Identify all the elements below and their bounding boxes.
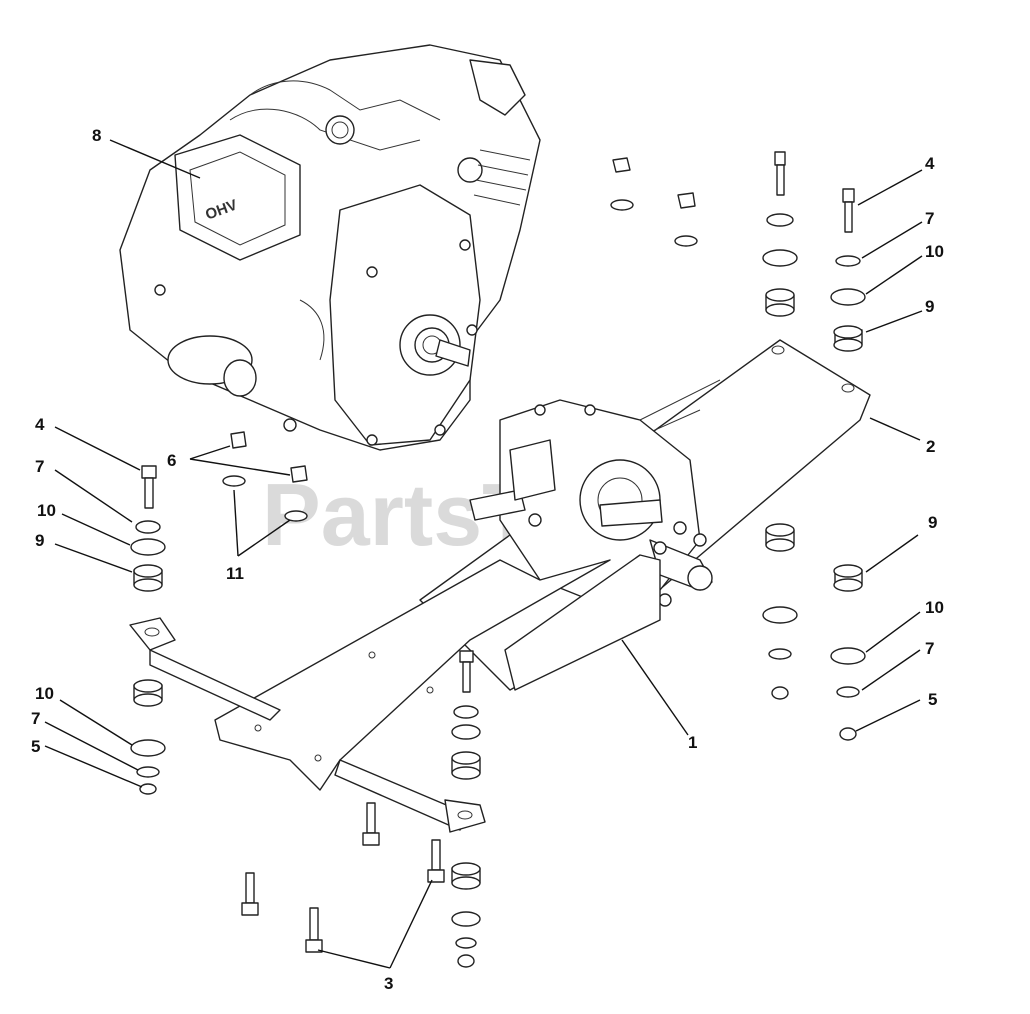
leader-lines xyxy=(44,139,923,969)
callout-8: 8 xyxy=(92,126,101,145)
callout-labels: 8 4 7 10 9 2 4 6 7 10 9 9 11 10 7 10 5 7… xyxy=(31,126,944,993)
fasteners-top-center xyxy=(610,151,798,317)
callout-7-right-bottom: 7 xyxy=(925,639,934,658)
callout-5-right: 5 xyxy=(928,690,937,709)
callout-11: 11 xyxy=(226,564,244,583)
callout-10-right-bottom: 10 xyxy=(925,598,944,617)
callout-5-left: 5 xyxy=(31,737,40,756)
transaxle xyxy=(469,399,713,607)
callout-10-left-bottom: 10 xyxy=(35,684,54,703)
fasteners-left xyxy=(130,431,308,795)
callout-1: 1 xyxy=(688,733,697,752)
fasteners-right xyxy=(762,523,866,741)
callout-10-left-top: 10 xyxy=(37,501,56,520)
main-frame xyxy=(129,559,611,833)
engine: OHV xyxy=(119,44,541,451)
callout-2: 2 xyxy=(926,437,935,456)
callout-6: 6 xyxy=(167,451,176,470)
callout-4-left: 4 xyxy=(35,415,45,434)
callout-10-right-top: 10 xyxy=(925,242,944,261)
callout-9-right: 9 xyxy=(928,513,937,532)
fasteners-far-right-top xyxy=(830,188,866,352)
callout-7-right-top: 7 xyxy=(925,209,934,228)
callout-4-right: 4 xyxy=(925,154,935,173)
callout-7-left-top: 7 xyxy=(35,457,44,476)
callout-9-right-top: 9 xyxy=(925,297,934,316)
callout-7-left-bottom: 7 xyxy=(31,709,40,728)
callout-9-left: 9 xyxy=(35,531,44,550)
side-plate xyxy=(504,554,661,691)
fasteners-bottom xyxy=(241,802,481,968)
callout-3: 3 xyxy=(384,974,393,993)
fasteners-center xyxy=(451,650,481,780)
